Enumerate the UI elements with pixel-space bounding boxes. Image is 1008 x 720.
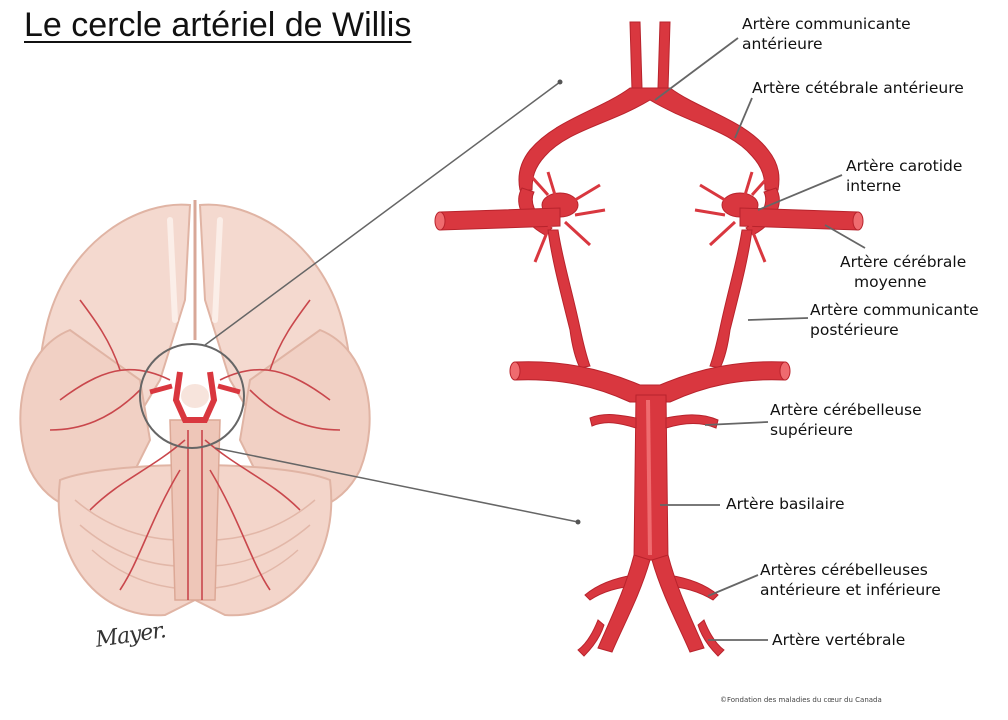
artery-mca-left bbox=[440, 208, 560, 230]
label-acom-line1: Artère communicante bbox=[742, 14, 911, 34]
artery-sca-left bbox=[590, 415, 636, 428]
artery-sca-right bbox=[666, 415, 718, 428]
leader-pcom bbox=[748, 318, 808, 320]
label-aica-line2: antérieure et inférieure bbox=[760, 580, 941, 600]
artery-vertebral-left bbox=[598, 555, 650, 652]
artery-aca-left-stem bbox=[630, 22, 642, 90]
label-aca: Artère cétébrale antérieure bbox=[752, 78, 964, 98]
label-ica-line1: Artère carotide bbox=[846, 156, 962, 176]
label-mca: Artère cérébrale moyenne bbox=[840, 252, 966, 292]
label-acom-line2: antérieure bbox=[742, 34, 911, 54]
artery-pcom-left bbox=[548, 230, 590, 368]
label-sca-line2: supérieure bbox=[770, 420, 922, 440]
label-pcom: Artère communicante postérieure bbox=[810, 300, 979, 340]
artery-vertebral-right bbox=[652, 555, 704, 652]
label-pcom-line2: postérieure bbox=[810, 320, 979, 340]
label-mca-line1: Artère cérébrale bbox=[840, 252, 966, 272]
label-mca-line2: moyenne bbox=[840, 272, 966, 292]
artery-anterior-communicating bbox=[519, 88, 779, 190]
label-ica-line2: interne bbox=[846, 176, 962, 196]
label-pcom-line1: Artère communicante bbox=[810, 300, 979, 320]
label-sca: Artère cérébelleuse supérieure bbox=[770, 400, 922, 440]
label-ica: Artère carotide interne bbox=[846, 156, 962, 196]
artery-pcom-right bbox=[710, 230, 752, 368]
artery-mca-right bbox=[740, 208, 858, 230]
label-aica: Artères cérébelleuses antérieure et infé… bbox=[760, 560, 941, 600]
artery-aca-right-stem bbox=[658, 22, 670, 90]
label-aica-line1: Artères cérébelleuses bbox=[760, 560, 941, 580]
label-sca-line1: Artère cérébelleuse bbox=[770, 400, 922, 420]
label-vertebral: Artère vertébrale bbox=[772, 630, 905, 650]
brain-willis-mini bbox=[150, 372, 240, 420]
leader-aica bbox=[708, 575, 758, 596]
label-basilar: Artère basilaire bbox=[726, 494, 844, 514]
copyright-notice: ©Fondation des maladies du cœur du Canad… bbox=[720, 696, 882, 704]
label-acom: Artère communicante antérieure bbox=[742, 14, 911, 54]
